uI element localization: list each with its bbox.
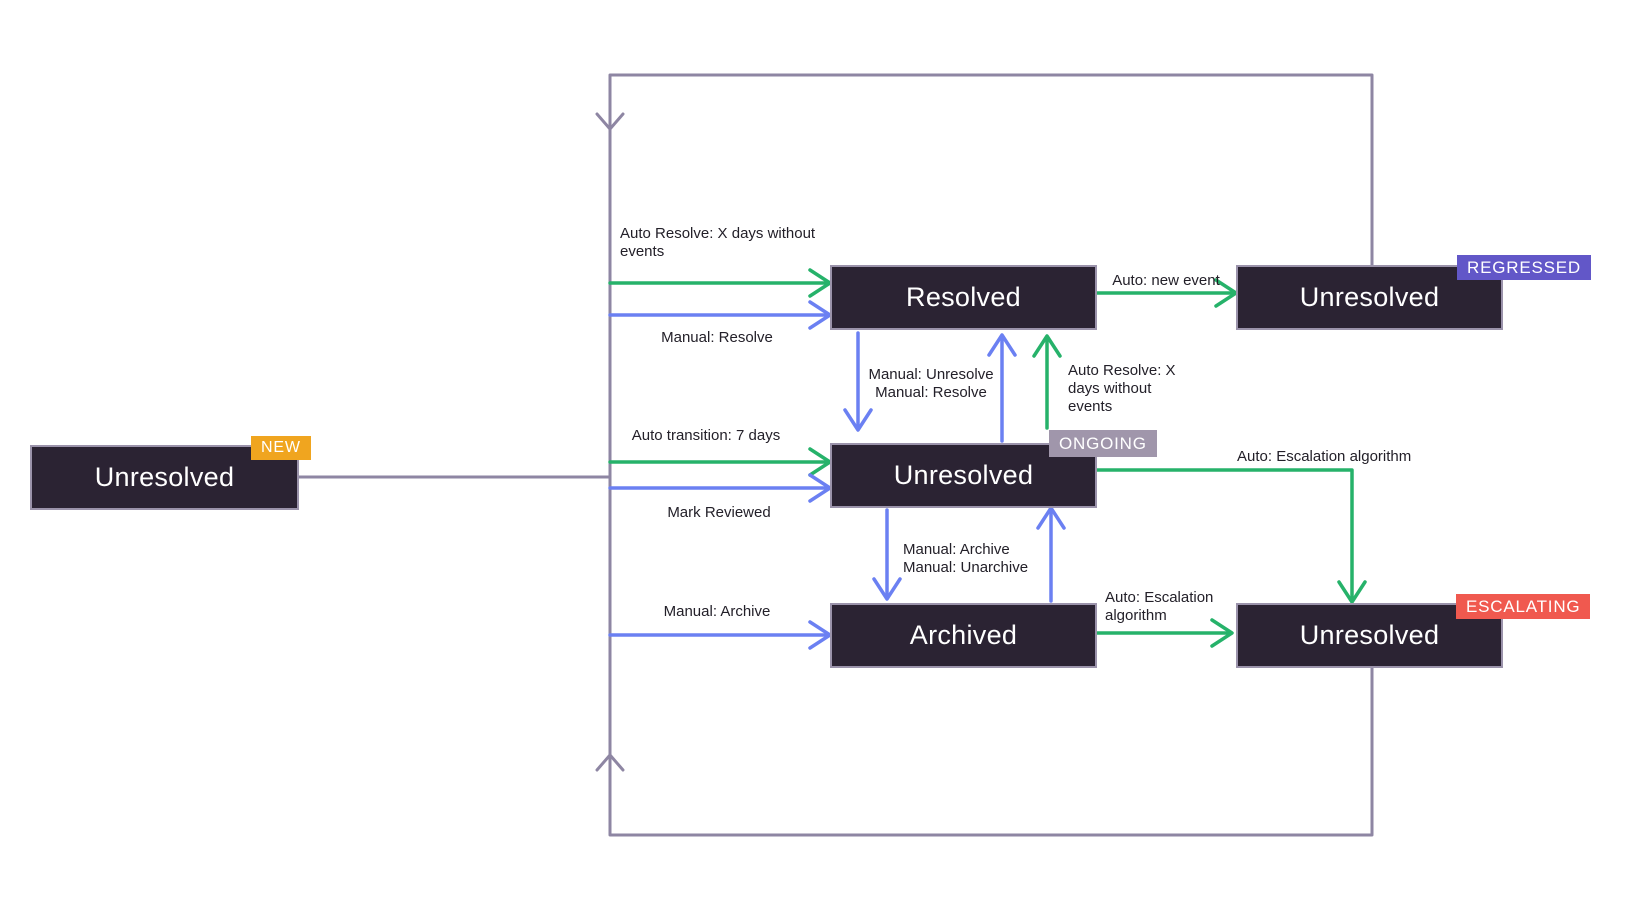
arrowhead-up-icon [987,333,1017,357]
arrowhead-down-icon [1337,580,1367,604]
loop-wire [295,73,1374,837]
arrowhead-up-icon [1036,506,1066,530]
state-node-resolved: Resolved [830,265,1097,330]
state-node-archived: Archived [830,603,1097,668]
arrowhead-down-icon [843,408,873,432]
edge-manual-unarchive-up-arrow [1036,506,1066,603]
edge-auto-resolve-up-arrow [1032,334,1062,430]
loop-down-arrowhead [595,112,625,131]
edge-label-auto-escalation-bottom: Auto: Escalation algorithm [1105,589,1214,624]
status-badge-regressed: REGRESSED [1457,255,1591,280]
edge-manual-resolve-up-arrow [987,333,1017,443]
edge-manual-resolve-left-arrow [608,300,832,330]
edge-label-auto-new-event: Auto: new event [1112,272,1220,289]
edge-mark-reviewed-arrow [608,473,832,503]
arrowhead-right-icon [1210,618,1234,648]
edge-label-auto-escalation-top: Auto: Escalation algorithm [1237,448,1412,465]
edge-auto-escalation-top-arrow [1094,468,1367,604]
state-node-label: Unresolved [1299,620,1440,650]
edge-manual-archive-left-arrow [608,620,832,650]
state-node-label: Resolved [906,282,1021,312]
state-node-label: Unresolved [893,460,1034,490]
arrowhead-up-icon [1032,334,1062,358]
status-badge-ongoing: ONGOING [1049,430,1157,457]
edge-label-auto-resolve-right: Auto Resolve: X days without events [1068,362,1176,415]
edge-auto-escalation-bottom-arrow [1094,618,1234,648]
status-badge-new: NEW [251,436,311,460]
arrowhead-down-icon [872,577,902,601]
state-node-label: Archived [909,620,1018,650]
loop-up-arrowhead [595,753,625,772]
edge-label-auto-transition: Auto transition: 7 days [631,427,781,444]
status-badge-escalating: ESCALATING [1456,594,1591,619]
edge-label-manual-archive-unarchive: Manual: Archive Manual: Unarchive [903,541,1029,576]
state-node-label: Unresolved [1299,282,1440,312]
edge-label-mark-reviewed: Mark Reviewed [667,504,771,521]
edge-label-manual-archive-left: Manual: Archive [663,603,771,620]
edge-label-auto-resolve-left: Auto Resolve: X days without events [620,225,816,260]
edge-manual-archive-down-arrow [872,508,902,601]
edge-auto-resolve-left-arrow [608,268,832,298]
edge-auto-transition-arrow [608,447,832,477]
edge-manual-unresolve-arrow [843,331,873,432]
edge-label-manual-resolve-left: Manual: Resolve [661,329,773,346]
state-node-label: Unresolved [94,462,235,492]
edge-label-manual-unresolve-resolve: Manual: Unresolve Manual: Resolve [868,366,994,401]
